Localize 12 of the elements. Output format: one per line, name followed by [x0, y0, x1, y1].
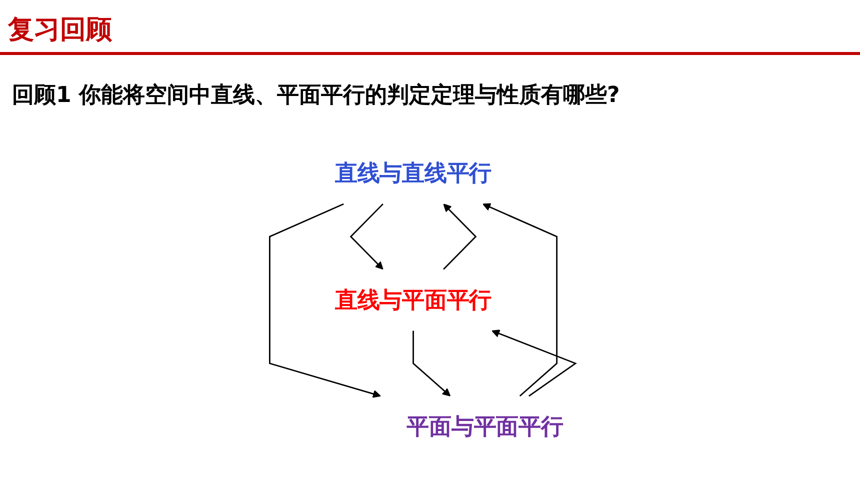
arrow — [412, 330, 450, 396]
arrow — [349, 204, 383, 270]
arrow — [268, 203, 380, 398]
node-text: 直线与平面平行 — [334, 286, 492, 314]
arrow — [482, 203, 558, 397]
question-text: 回顾1 你能将空间中直线、平面平行的判定定理与性质有哪些? — [12, 82, 620, 110]
arrow — [491, 330, 576, 397]
node-text: 直线与直线平行 — [334, 160, 492, 186]
arrow — [442, 204, 476, 270]
flow-diagram: 直线与直线平行 直线与平面平行 平面与平面平行 — [250, 135, 610, 465]
node-text: 平面与平面平行 — [406, 414, 563, 440]
slide-title: 复习回顾 — [8, 14, 112, 47]
